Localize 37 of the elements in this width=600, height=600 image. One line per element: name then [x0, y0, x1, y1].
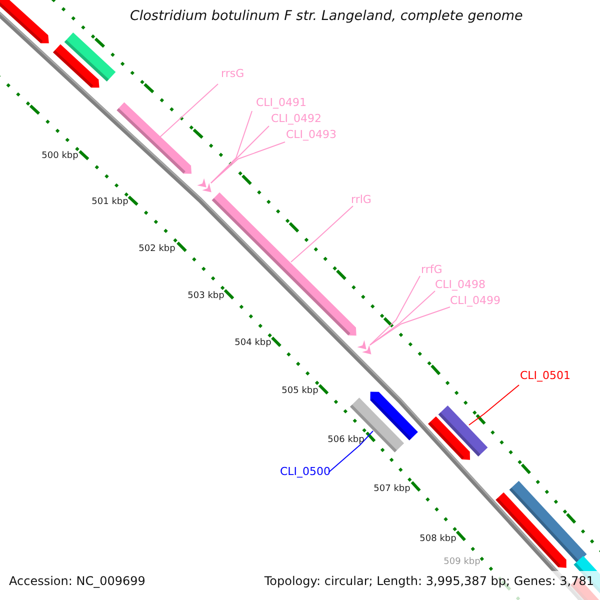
scale-label: 508 kbp [420, 535, 456, 545]
scale-label: 509 kbp [444, 558, 480, 568]
leader-line [290, 206, 354, 262]
gene-label: rrfG [421, 264, 442, 276]
leader-line [468, 384, 520, 426]
leader-line [370, 276, 420, 346]
leader-line [370, 306, 450, 346]
leader-line [370, 290, 436, 346]
gene-feature [116, 102, 192, 174]
gene-label: CLI_0498 [435, 279, 486, 292]
title: Clostridium botulinum F str. Langeland, complete genome [130, 9, 523, 24]
small-gene-features [197, 178, 212, 192]
scale-label: 505 kbp [282, 387, 318, 397]
gene-label: CLI_0500 [280, 466, 331, 478]
scale-label: 502 kbp [138, 245, 176, 255]
leader-line [210, 126, 270, 184]
scale-label: 504 kbp [234, 339, 272, 349]
scale-label: 507 kbp [374, 485, 410, 495]
gene-block [438, 406, 488, 456]
gene-label: CLI_0493 [286, 129, 337, 142]
scale-label: 500 kbp [42, 152, 78, 162]
gene-label: rrsG [221, 68, 244, 80]
leader-line [328, 430, 374, 472]
scale-label: 506 kbp [328, 436, 364, 446]
leader-line [210, 142, 286, 184]
gene-label: CLI_0491 [256, 97, 307, 110]
leader-line [160, 84, 218, 138]
gene-label: rrlG [351, 194, 372, 206]
scale-label: 501 kbp [92, 198, 128, 208]
gene-label: CLI_0492 [271, 113, 322, 126]
genome-stats-text: Topology: circular; Length: 3,995,387 bp; Genes: 3,781 [264, 575, 594, 588]
small-gene-features [357, 340, 372, 354]
scale-label: 503 kbp [188, 292, 224, 302]
accession-text: Accession: NC_009699 [9, 575, 146, 588]
gene-label: CLI_0499 [450, 295, 501, 308]
gene-block [350, 398, 404, 452]
gene-label: CLI_0501 [520, 370, 571, 382]
